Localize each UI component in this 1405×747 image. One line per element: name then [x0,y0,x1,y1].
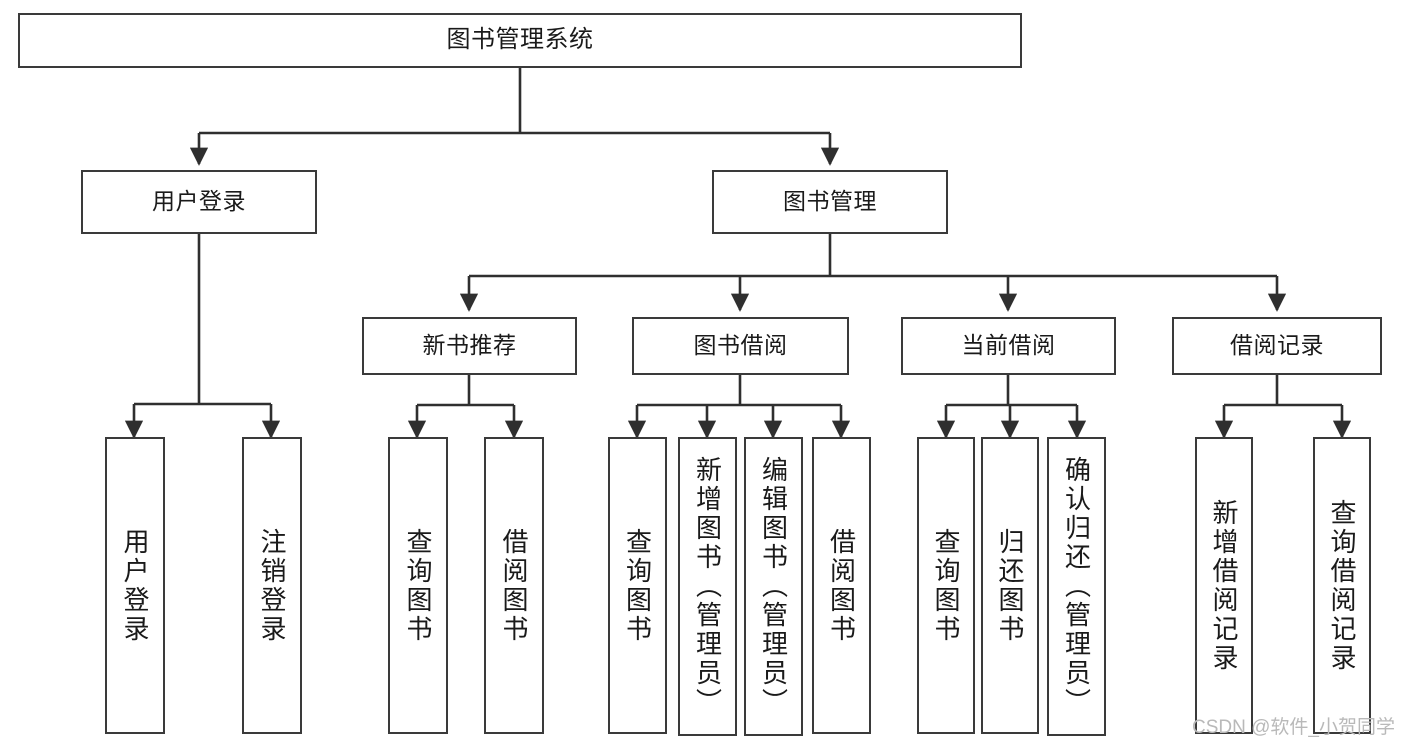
node-label: 借阅记录 [1230,332,1324,359]
watermark: CSDN @软件_小贺同学 [1192,717,1395,738]
node-current-borrow[interactable]: 当前借阅 [901,317,1116,375]
node-label: 确认归还（管理员） [1061,456,1092,717]
node-label: 归还图书 [995,527,1025,644]
leaf-return-book[interactable]: 归还图书 [981,437,1039,734]
node-label: 新书推荐 [422,332,517,359]
node-label: 借阅图书 [499,527,529,644]
node-label: 用户登录 [152,188,246,215]
node-label: 图书管理 [783,188,877,215]
node-label: 新增图书（管理员） [692,456,723,717]
node-label: 借阅图书 [826,527,857,644]
node-label: 查询图书 [931,527,961,644]
node-borrow-record[interactable]: 借阅记录 [1172,317,1382,375]
node-label: 查询图书 [622,527,653,644]
leaf-borrow-book-recommend[interactable]: 借阅图书 [484,437,544,734]
leaf-query-borrow-record[interactable]: 查询借阅记录 [1313,437,1371,734]
node-label: 查询借阅记录 [1327,498,1357,673]
node-new-book-recommend[interactable]: 新书推荐 [362,317,577,375]
leaf-add-borrow-record[interactable]: 新增借阅记录 [1195,437,1253,734]
leaf-edit-book-admin[interactable]: 编辑图书（管理员） [744,437,803,736]
leaf-query-book-borrow[interactable]: 查询图书 [608,437,667,734]
node-label: 图书借阅 [693,332,788,359]
leaf-borrow-book[interactable]: 借阅图书 [812,437,871,734]
leaf-query-book-current[interactable]: 查询图书 [917,437,975,734]
node-label: 编辑图书（管理员） [758,456,789,717]
node-label: 注销登录 [257,527,287,644]
node-root-system[interactable]: 图书管理系统 [18,13,1022,68]
node-book-management[interactable]: 图书管理 [712,170,948,234]
leaf-user-login[interactable]: 用户登录 [105,437,165,734]
node-label: 新增借阅记录 [1209,498,1239,673]
node-label: 查询图书 [403,527,433,644]
node-label: 图书管理系统 [446,26,594,54]
leaf-logout[interactable]: 注销登录 [242,437,302,734]
node-label: 用户登录 [120,527,150,644]
node-label: 当前借阅 [961,332,1056,359]
leaf-add-book-admin[interactable]: 新增图书（管理员） [678,437,737,736]
node-book-borrow[interactable]: 图书借阅 [632,317,849,375]
node-user-login[interactable]: 用户登录 [81,170,317,234]
leaf-confirm-return-admin[interactable]: 确认归还（管理员） [1047,437,1106,736]
leaf-query-book-recommend[interactable]: 查询图书 [388,437,448,734]
